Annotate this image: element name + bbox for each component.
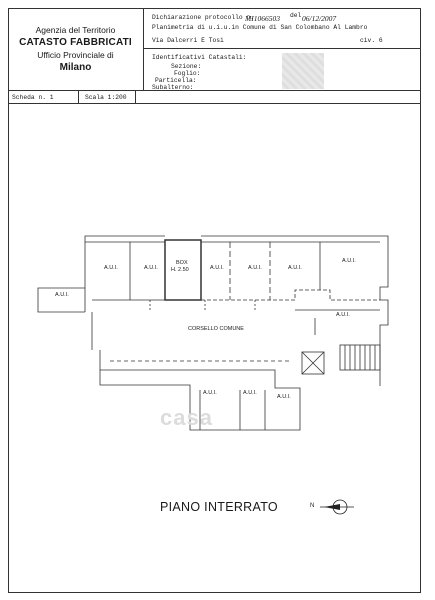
plan-wall <box>84 235 165 312</box>
declaration-date: 06/12/2007 <box>302 14 337 23</box>
unit-label: A.U.I. <box>243 390 257 396</box>
sheet-number: Scheda n. 1 <box>12 94 54 101</box>
scale-cell: Scala 1:200 <box>79 91 136 103</box>
redacted-area <box>282 53 324 89</box>
identifiers-title: Identificativi Catastali: <box>152 54 247 61</box>
box-garage <box>164 239 202 301</box>
compass-icon <box>320 499 354 515</box>
unit-label: A.U.I. <box>248 265 262 271</box>
declaration-box: Dichiarazione protocollo n. MI1066503 de… <box>144 8 421 49</box>
compass-letter: N <box>310 503 315 509</box>
floor-title: PIANO INTERRATO <box>160 500 278 514</box>
scale-label: Scala 1:200 <box>85 94 127 101</box>
plan-wall <box>37 287 85 313</box>
agency-header: Agenzia del Territorio CATASTO FABBRICAT… <box>8 8 144 91</box>
subordinate-label: Subalterno: <box>152 84 194 91</box>
date-label: del <box>290 12 302 19</box>
plan-wall <box>201 289 380 301</box>
unit-label: A.U.I. <box>288 265 302 271</box>
plan-municipality: Planimetria di u.i.u.in Comune di San Co… <box>152 24 368 31</box>
provincial-office: Ufficio Provinciale di <box>37 50 114 60</box>
parcel-label: Particella: <box>155 77 197 84</box>
declaration-label: Dichiarazione protocollo n. <box>152 14 255 21</box>
unit-label: A.U.I. <box>336 312 350 318</box>
address: Via Dalcerri E Tosi <box>152 37 224 44</box>
unit-label: A.U.I. <box>277 394 291 400</box>
sheet-label: Foglio: <box>174 70 201 77</box>
unit-label: A.U.I. <box>342 258 356 264</box>
civic-number: civ. 6 <box>360 37 383 44</box>
agency-name: Agenzia del Territorio <box>35 25 116 35</box>
plan-wall <box>99 350 301 431</box>
watermark: casa <box>160 405 213 430</box>
cadastral-identifiers: Identificativi Catastali: Sezione: Fogli… <box>144 49 421 91</box>
box-height: H. 2.50 <box>171 267 189 273</box>
city-name: Milano <box>59 62 92 73</box>
unit-label: A.U.I. <box>144 265 158 271</box>
box-label: BOX <box>176 260 188 266</box>
shaft <box>301 351 325 375</box>
section-label: Sezione: <box>171 63 202 70</box>
corridor-label: CORSELLO COMUNE <box>188 326 244 332</box>
scheda-cell: Scheda n. 1 <box>8 91 79 103</box>
shaft-cross <box>301 351 325 375</box>
unit-label: A.U.I. <box>210 265 224 271</box>
protocol-number: MI1066503 <box>245 14 280 23</box>
unit-label: A.U.I. <box>203 390 217 396</box>
document-frame <box>8 8 421 593</box>
unit-label: A.U.I. <box>55 292 69 298</box>
scheda-row: Scheda n. 1 Scala 1:200 <box>8 91 421 104</box>
office-name: CATASTO FABBRICATI <box>19 37 132 48</box>
unit-label: A.U.I. <box>104 265 118 271</box>
